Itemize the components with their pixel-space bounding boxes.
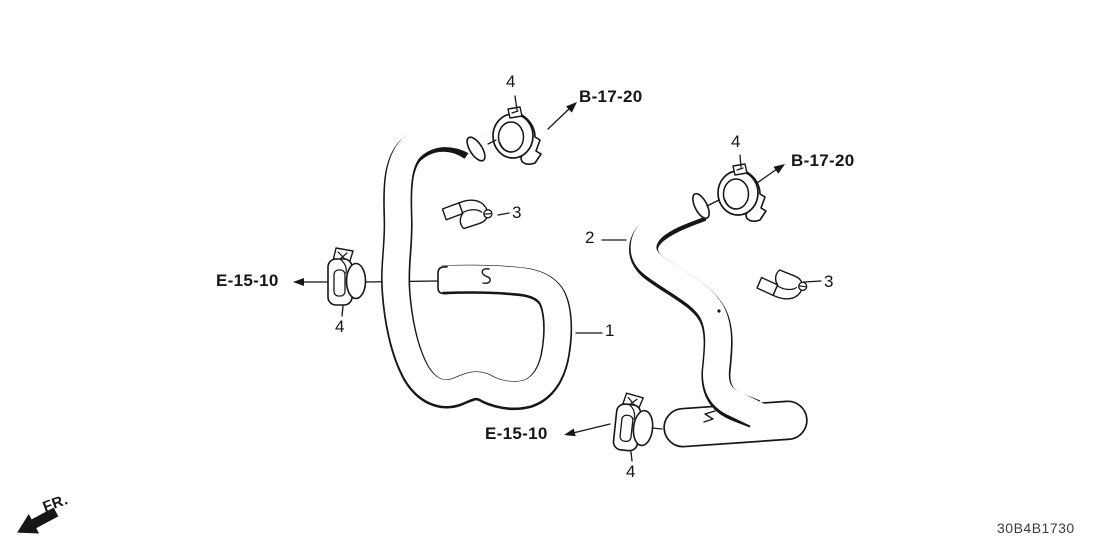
callout-3-clip-left[interactable]: 3 xyxy=(512,203,522,222)
leader-callout-3-right xyxy=(803,280,822,283)
callout-1-hose[interactable]: 1 xyxy=(605,321,615,340)
leader-callout-4-left xyxy=(341,305,344,317)
ref-e1510-bottom[interactable]: E-15-10 xyxy=(485,424,548,443)
hose-2-mold-mark xyxy=(703,410,716,423)
arrowhead-e1510-left-icon xyxy=(293,278,304,286)
clamp-side-left xyxy=(327,247,367,306)
arrow-line-b1720-right xyxy=(756,168,778,184)
hose-1-end-cap xyxy=(437,266,448,295)
leader-hose1-clamp xyxy=(487,139,497,145)
arrowhead-b1720-top-icon xyxy=(566,102,577,113)
arrowhead-b1720-right-icon xyxy=(773,164,785,174)
callout-3-clip-right[interactable]: 3 xyxy=(824,272,834,291)
callout-4-clamp-right[interactable]: 4 xyxy=(731,132,741,151)
diagram-code: 30B4B1730 xyxy=(997,520,1075,536)
hose-2-mark-dot xyxy=(717,309,721,313)
callout-2-hose[interactable]: 2 xyxy=(585,228,595,247)
clip-left xyxy=(441,198,494,231)
leader-callout-4-right xyxy=(739,154,742,168)
leader-callout-4-top xyxy=(514,95,518,111)
leader-callout-3-left xyxy=(497,212,510,216)
hose-1-mold-mark xyxy=(481,268,491,284)
arrowhead-e1510-bottom-icon xyxy=(564,428,576,437)
reference-arrows xyxy=(293,102,785,437)
leader-lines xyxy=(341,95,822,462)
clip-right xyxy=(755,266,810,303)
callout-4-clamp-bottom[interactable]: 4 xyxy=(626,462,636,481)
ref-b1720-top[interactable]: B-17-20 xyxy=(579,87,643,106)
hose-1-tube-fill xyxy=(382,121,571,408)
leader-clamp-capsule xyxy=(651,427,663,430)
clamp-side-bottom xyxy=(611,391,657,454)
ref-b1720-right[interactable]: B-17-20 xyxy=(791,151,855,170)
hose-2-drawing xyxy=(629,190,808,448)
hose-1-opening xyxy=(466,136,486,162)
hose-1-drawing xyxy=(381,121,573,411)
arrow-line-b1720-top xyxy=(547,107,571,130)
ref-e1510-left[interactable]: E-15-10 xyxy=(216,271,279,290)
callout-4-clamp-left[interactable]: 4 xyxy=(335,317,345,336)
hose-2-opening xyxy=(692,192,710,220)
fr-direction-arrow-icon xyxy=(17,507,59,534)
callout-4-clamp-top[interactable]: 4 xyxy=(506,72,516,91)
clamp-ring-right xyxy=(717,163,767,223)
leader-hose2-clamp xyxy=(706,199,720,207)
clamp-ring-top xyxy=(492,106,542,166)
hose-2-tube-fill xyxy=(630,190,768,429)
leader-callout-4-bottom xyxy=(630,451,633,462)
arrow-line-e1510-bottom xyxy=(572,423,611,434)
